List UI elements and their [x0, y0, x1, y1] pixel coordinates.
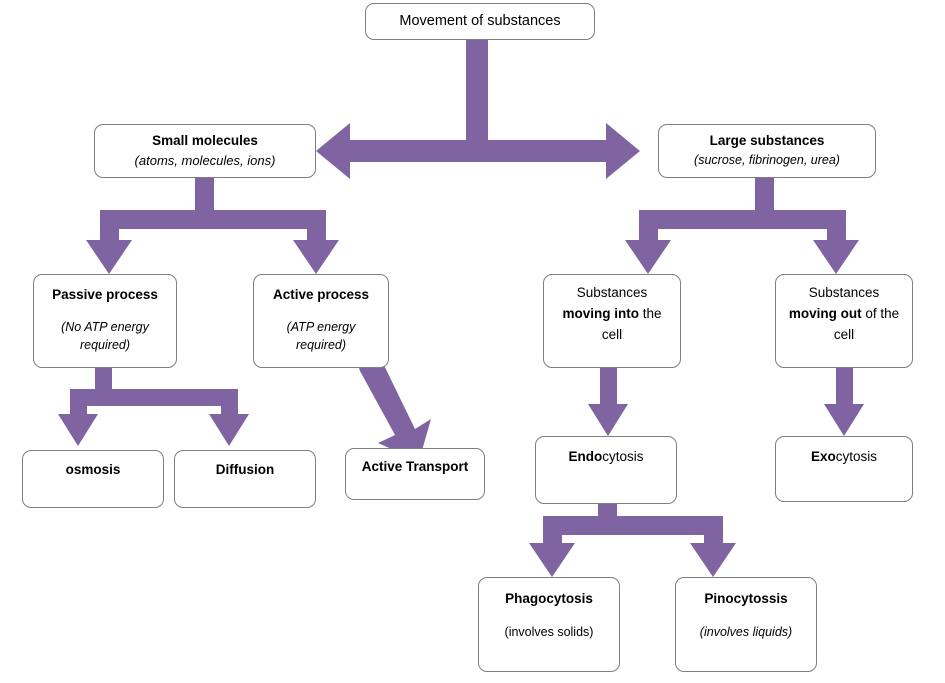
node-exocytosis-suffix: cytosis	[835, 449, 878, 464]
connector-into-cell-stem	[600, 368, 617, 406]
node-phagocytosis-title: Phagocytosis	[505, 591, 593, 606]
node-passive-process-note-2: required)	[79, 337, 131, 352]
node-substances-moving-out-cell[interactable]: Substances moving out of the cell	[775, 274, 913, 368]
node-out-cell-line-2: moving out of the	[776, 306, 912, 323]
node-pinocytossis[interactable]: Pinocytossis (involves liquids)	[675, 577, 817, 672]
node-into-cell-emphasis: moving into	[562, 305, 639, 321]
node-osmosis[interactable]: osmosis	[22, 450, 164, 508]
node-active-transport[interactable]: Active Transport	[345, 448, 485, 500]
node-pinocytossis-note: (involves liquids)	[699, 624, 793, 639]
connector-endo-drop-right	[704, 532, 723, 546]
connector-large-bar	[639, 210, 846, 229]
node-active-process-note-1: (ATP energy	[286, 319, 356, 334]
node-passive-process-note-1: (No ATP energy	[61, 319, 149, 334]
node-osmosis-label: osmosis	[65, 462, 121, 477]
node-out-cell-line-3: cell	[833, 326, 855, 342]
node-endocytosis[interactable]: Endocytosis	[535, 436, 677, 504]
connector-arrowhead-right	[606, 123, 640, 179]
node-exocytosis-label: Exocytosis	[776, 449, 912, 466]
node-small-molecules[interactable]: Small molecules (atoms, molecules, ions)	[94, 124, 316, 178]
node-into-cell-line-3: cell	[601, 326, 623, 342]
connector-small-drop-left	[100, 226, 119, 244]
node-endocytosis-prefix: Endo	[568, 449, 603, 464]
connector-arrowhead-diffusion	[209, 414, 249, 446]
connector-small-bar	[100, 210, 326, 229]
node-pinocytossis-title: Pinocytossis	[704, 591, 788, 606]
connector-arrowhead-left	[316, 123, 350, 179]
connector-arrowhead-osmosis	[58, 414, 98, 446]
node-substances-moving-into-cell[interactable]: Substances moving into the cell	[543, 274, 681, 368]
node-active-process[interactable]: Active process (ATP energy required)	[253, 274, 389, 368]
node-active-process-note-2: required)	[295, 337, 347, 352]
node-active-process-title: Active process	[272, 287, 370, 302]
connector-arrowhead-endocytosis	[588, 404, 628, 436]
connector-arrowhead-phagocytosis	[529, 543, 575, 577]
connector-active-to-transport	[358, 357, 431, 461]
node-exocytosis-prefix: Exo	[810, 449, 836, 464]
connector-small-stem	[195, 178, 214, 210]
node-out-cell-line-1: Substances	[808, 285, 880, 300]
connector-large-drop-right	[827, 226, 846, 244]
connector-horizontal-bar	[350, 140, 606, 162]
connector-arrowhead-into-cell	[625, 240, 671, 274]
connector-passive-bar	[70, 389, 238, 406]
node-phagocytosis[interactable]: Phagocytosis (involves solids)	[478, 577, 620, 672]
node-out-cell-emphasis: moving out	[788, 305, 862, 321]
node-passive-process[interactable]: Passive process (No ATP energy required)	[33, 274, 177, 368]
node-diffusion-label: Diffusion	[215, 462, 275, 477]
node-active-transport-label: Active Transport	[361, 459, 469, 474]
connector-arrowhead-pinocytossis	[690, 543, 736, 577]
node-small-molecules-examples: (atoms, molecules, ions)	[134, 152, 276, 168]
connector-large-drop-left	[639, 226, 658, 244]
connector-passive-drop-left	[70, 403, 87, 417]
node-exocytosis[interactable]: Exocytosis	[775, 436, 913, 502]
node-large-substances-title: Large substances	[709, 133, 825, 149]
connector-out-cell-stem	[836, 368, 853, 406]
node-passive-process-title: Passive process	[52, 287, 158, 302]
node-root-label: Movement of substances	[399, 13, 561, 30]
node-movement-of-substances[interactable]: Movement of substances	[365, 3, 595, 40]
node-endocytosis-suffix: cytosis	[602, 449, 644, 464]
connector-root-stem	[466, 38, 488, 150]
connector-small-drop-right	[307, 226, 326, 244]
node-into-cell-line-2: moving into the	[544, 306, 680, 323]
connector-large-stem	[755, 178, 774, 210]
node-large-substances[interactable]: Large substances (sucrose, fibrinogen, u…	[658, 124, 876, 178]
node-into-cell-line-2-rest: the	[638, 305, 662, 321]
node-into-cell-line-1: Substances	[576, 285, 648, 300]
connector-passive-drop-right	[221, 403, 238, 417]
node-phagocytosis-note: (involves solids)	[504, 624, 594, 639]
connector-endo-bar	[543, 516, 723, 535]
node-diffusion[interactable]: Diffusion	[174, 450, 316, 508]
connector-arrowhead-exocytosis	[824, 404, 864, 436]
node-large-substances-examples: (sucrose, fibrinogen, urea)	[694, 153, 840, 168]
node-out-cell-line-2-rest: of the	[861, 305, 900, 321]
connector-passive-stem	[95, 368, 112, 389]
connector-arrowhead-passive	[86, 240, 132, 274]
connector-arrowhead-out-cell	[813, 240, 859, 274]
connector-endo-drop-left	[543, 532, 562, 546]
node-endocytosis-label: Endocytosis	[536, 449, 676, 466]
connector-arrowhead-active	[293, 240, 339, 274]
node-small-molecules-title: Small molecules	[152, 132, 258, 148]
